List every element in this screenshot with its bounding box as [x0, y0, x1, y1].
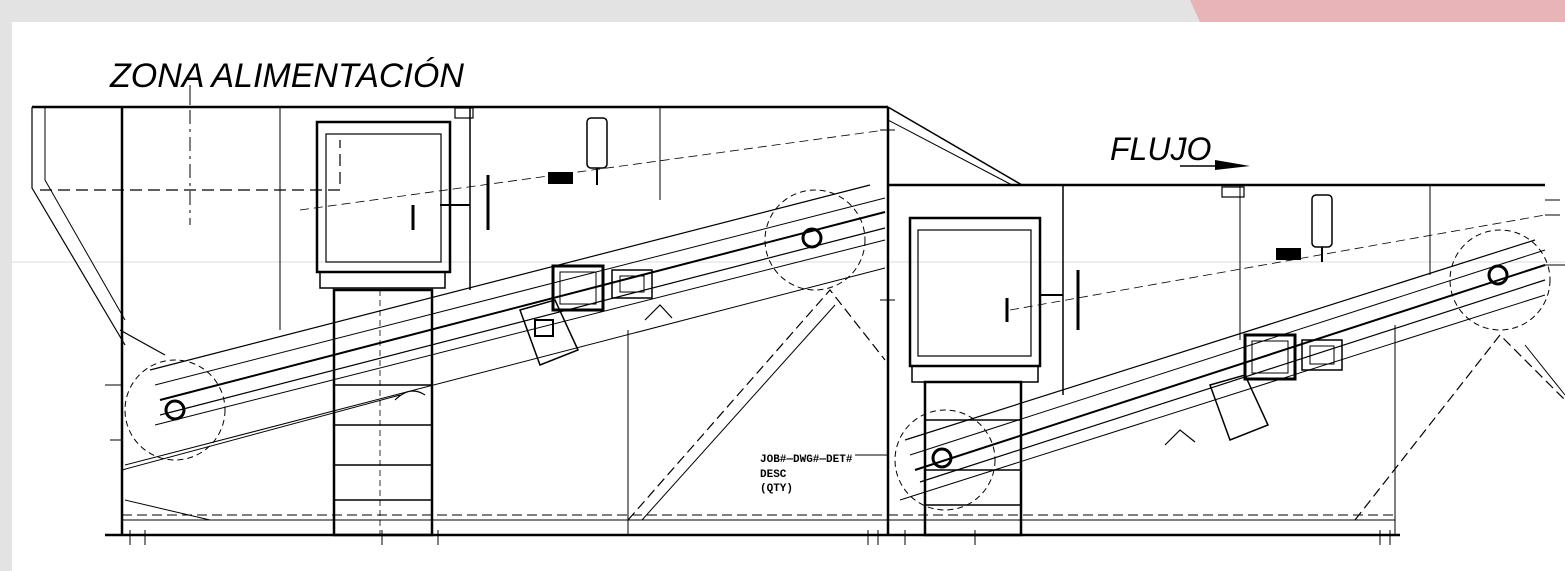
- detail-note-line3: (QTY): [760, 483, 793, 495]
- inclined-conveyor-belt: [124, 129, 886, 466]
- support-ladder: [332, 288, 434, 540]
- drive-assembly: [519, 264, 653, 366]
- flow-label: FLUJO: [1110, 131, 1211, 167]
- detail-note-line2: DESC: [760, 469, 787, 481]
- feed-zone-label: ZONA ALIMENTACIÓN: [109, 57, 464, 95]
- detail-note-line1: JOB#—DWG#—DET#: [760, 454, 853, 466]
- discharge-conveyor-unit: [888, 183, 1565, 545]
- feed-conveyor-unit: [31, 85, 1023, 545]
- flow-arrow: [1180, 160, 1250, 170]
- corner-accent: [1190, 0, 1565, 22]
- drawing-sheet: [12, 22, 1565, 571]
